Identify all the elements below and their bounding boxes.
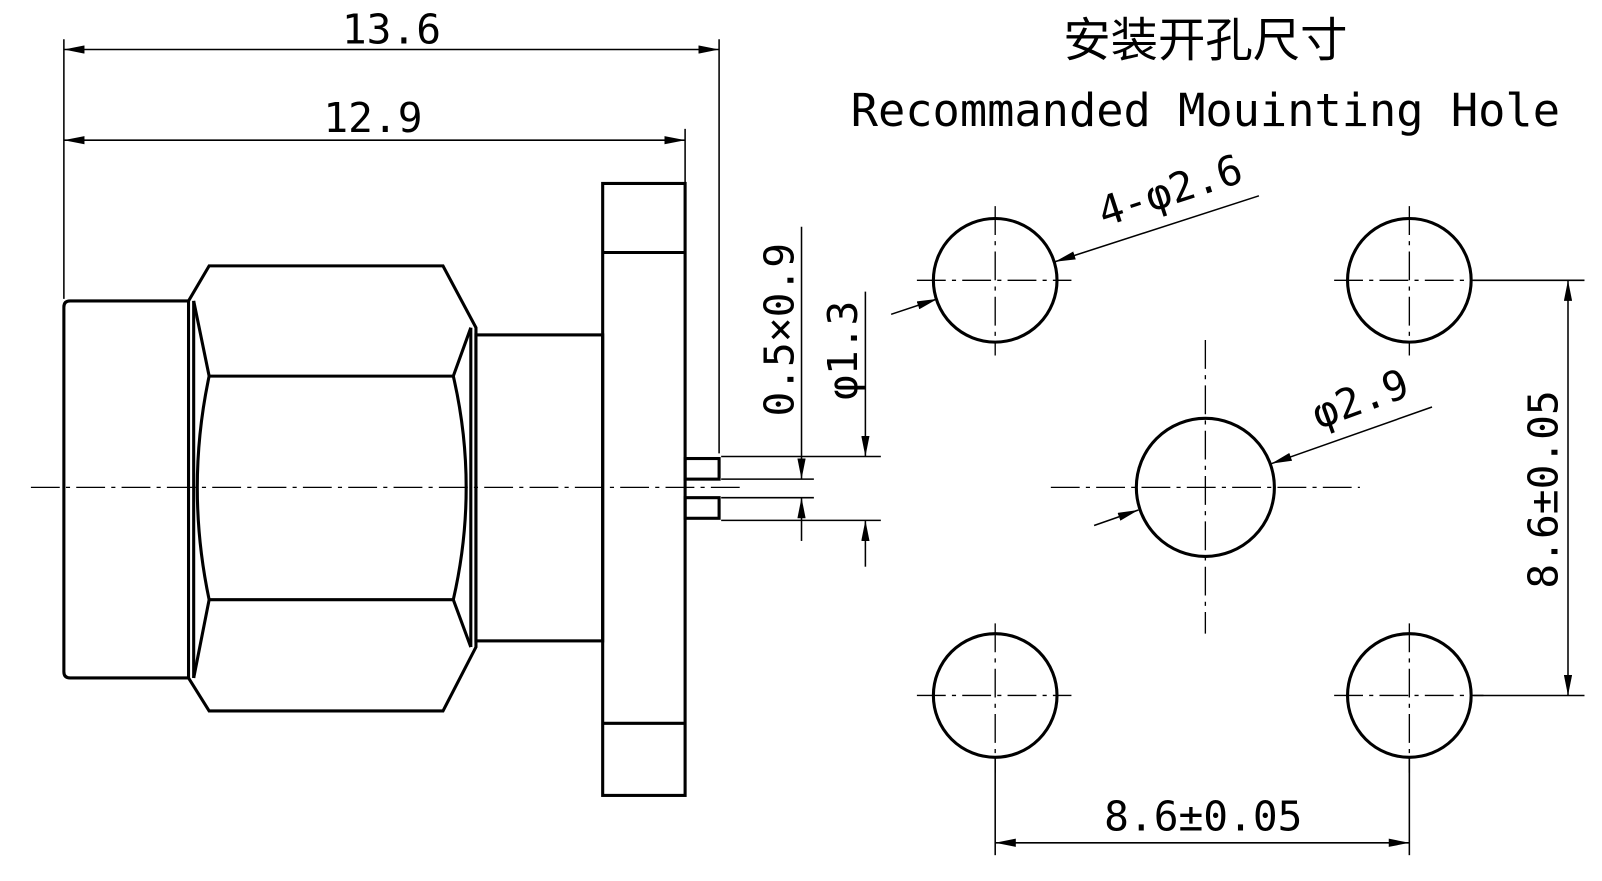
dim-corner-holes: 4-φ2.6 [1092, 145, 1248, 237]
title-english: Recommanded Mouinting Hole [851, 84, 1560, 137]
hole-centerlines [916, 206, 1484, 773]
hex-nut [186, 264, 478, 713]
plug-body [62, 299, 189, 680]
mounting-hole-view: 安装开孔尺寸 Recommanded Mouinting Hole 4-φ2.6… [851, 14, 1585, 856]
title-chinese: 安装开孔尺寸 [1063, 14, 1347, 69]
dim-pin-spacing: φ1.3 [819, 301, 867, 400]
flange [601, 181, 687, 797]
dim-center-hole: φ2.9 [1305, 359, 1415, 438]
dim-pin-size: 0.5×0.9 [755, 243, 803, 417]
dim-horizontal-spacing: 8.6±0.05 [1104, 792, 1302, 840]
dim-vertical-spacing: 8.6±0.05 [1520, 390, 1568, 588]
dim-body-length: 12.9 [323, 94, 422, 142]
pins [683, 456, 721, 520]
side-view: 13.6 12.9 0.5×0.9 φ1.3 [30, 5, 881, 797]
dim-overall-length: 13.6 [342, 5, 441, 53]
